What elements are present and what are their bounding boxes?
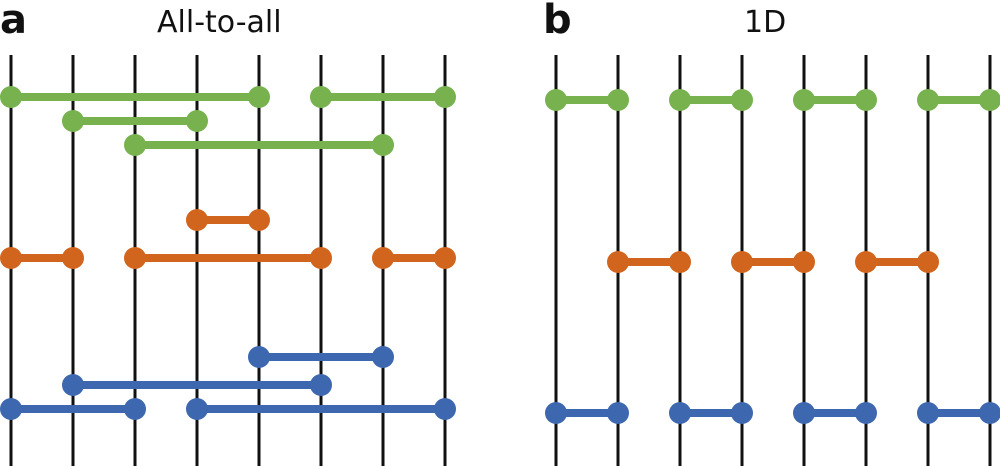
gate-node bbox=[855, 89, 877, 111]
panel-a-label: a bbox=[0, 0, 27, 43]
gate-node bbox=[124, 134, 146, 156]
gate-node bbox=[855, 402, 877, 424]
gate-node bbox=[669, 402, 691, 424]
gate-node bbox=[917, 251, 939, 273]
panel-b-label: b bbox=[543, 0, 572, 43]
gate-node bbox=[372, 134, 394, 156]
gate-node bbox=[62, 110, 84, 132]
gate-node bbox=[310, 374, 332, 396]
gate-node bbox=[545, 402, 567, 424]
gate-node bbox=[186, 110, 208, 132]
gate-node bbox=[0, 398, 22, 420]
gate-node bbox=[979, 402, 1000, 424]
gate-node bbox=[434, 86, 456, 108]
gate-node bbox=[669, 89, 691, 111]
gate-node bbox=[434, 398, 456, 420]
gate-node bbox=[0, 247, 22, 269]
gate-node bbox=[186, 209, 208, 231]
gate-node bbox=[186, 398, 208, 420]
gate-node bbox=[793, 251, 815, 273]
gate-node bbox=[310, 86, 332, 108]
gate-node bbox=[731, 402, 753, 424]
panel-a-title: All-to-all bbox=[157, 5, 282, 40]
gate-node bbox=[979, 89, 1000, 111]
gate-node bbox=[855, 251, 877, 273]
gate-node bbox=[310, 247, 332, 269]
gate-node bbox=[248, 209, 270, 231]
gate-node bbox=[793, 402, 815, 424]
gate-node bbox=[372, 247, 394, 269]
gate-node bbox=[731, 89, 753, 111]
gate-node bbox=[607, 251, 629, 273]
gate-node bbox=[917, 89, 939, 111]
gate-node bbox=[124, 398, 146, 420]
gate-node bbox=[434, 247, 456, 269]
gate-node bbox=[248, 86, 270, 108]
gate-node bbox=[0, 86, 22, 108]
gate-node bbox=[545, 89, 567, 111]
gate-node bbox=[607, 89, 629, 111]
gate-node bbox=[248, 346, 270, 368]
gate-node bbox=[124, 247, 146, 269]
gate-node bbox=[731, 251, 753, 273]
gate-node bbox=[669, 251, 691, 273]
panel-b-title: 1D bbox=[744, 5, 787, 40]
gate-node bbox=[917, 402, 939, 424]
gate-node bbox=[607, 402, 629, 424]
gate-node bbox=[372, 346, 394, 368]
gate-node bbox=[62, 374, 84, 396]
gate-node bbox=[62, 247, 84, 269]
gate-node bbox=[793, 89, 815, 111]
